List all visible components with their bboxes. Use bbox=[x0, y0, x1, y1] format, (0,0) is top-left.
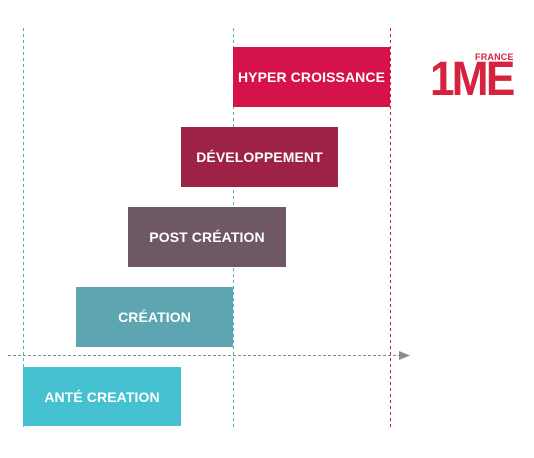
stage-post-creation: POST CRÉATION bbox=[128, 207, 286, 267]
stage-ante-creation: ANTÉ CREATION bbox=[23, 367, 181, 426]
timeline-arrowhead bbox=[399, 351, 410, 360]
stage-developpement: DÉVELOPPEMENT bbox=[181, 127, 338, 187]
logo-wordmark: 1ME bbox=[430, 53, 515, 106]
stage-label: HYPER CROISSANCE bbox=[237, 69, 386, 85]
brand-logo: 1ME FRANCE bbox=[426, 50, 516, 104]
stage-label: DÉVELOPPEMENT bbox=[196, 149, 323, 165]
logo-country: FRANCE bbox=[475, 52, 514, 62]
stage-label: POST CRÉATION bbox=[149, 229, 265, 245]
stage-creation: CRÉATION bbox=[76, 287, 233, 347]
stage-label: ANTÉ CREATION bbox=[44, 388, 160, 405]
stage-hyper-croissance: HYPER CROISSANCE bbox=[233, 47, 390, 107]
stage-label: CRÉATION bbox=[118, 309, 191, 325]
